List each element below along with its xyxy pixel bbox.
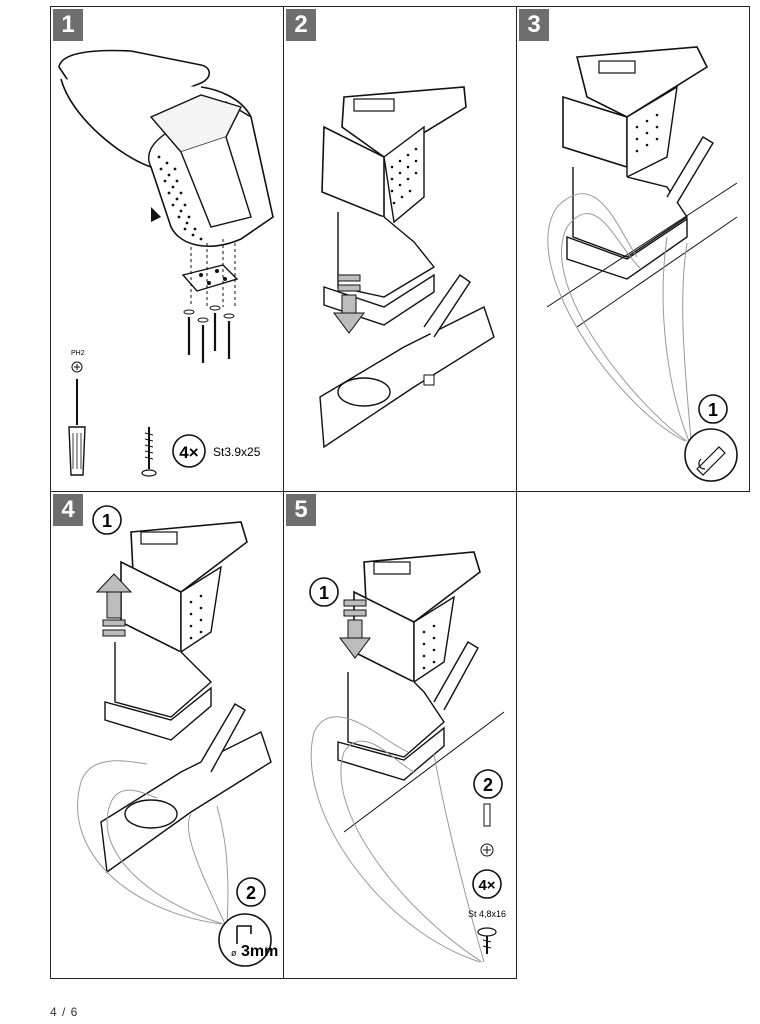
callout-2 — [473, 769, 503, 799]
step-5-panel: 5 1 — [283, 491, 517, 979]
step-number-4: 4 — [53, 494, 83, 526]
step-number-2: 2 — [286, 9, 316, 41]
tool-label: PH2 — [71, 350, 85, 357]
step-4-panel: 4 1 — [50, 491, 284, 979]
step-3-illustration: 1 — [546, 46, 738, 482]
step-2-panel: 2 — [283, 6, 517, 492]
screw-icon — [477, 927, 497, 954]
quantity-badge — [472, 869, 502, 899]
svg-text:1: 1 — [708, 400, 718, 420]
drill-size: 3mm — [241, 943, 278, 960]
step-4-illustration: 1 — [77, 505, 278, 967]
screw-spec: St3.9x25 — [213, 445, 261, 459]
quantity-badge — [172, 434, 206, 468]
up-arrow-icon — [95, 573, 133, 637]
callout-1 — [92, 505, 122, 535]
step-number-5: 5 — [286, 494, 316, 526]
screw-spec: St 4,8x16 — [468, 909, 506, 919]
screwdriver-icon: PH2 — [68, 350, 86, 476]
step-5-illustration: 1 — [309, 551, 506, 963]
drill-icon — [218, 913, 272, 967]
down-arrow-icon — [333, 274, 365, 334]
screw-quantity: 4× — [478, 877, 495, 894]
callout-1 — [698, 394, 728, 424]
svg-text:ø: ø — [231, 948, 237, 958]
svg-text:2: 2 — [483, 775, 493, 795]
page-number: 4 / 6 — [50, 1005, 79, 1019]
svg-text:1: 1 — [319, 583, 329, 603]
step-1-illustration: PH2 4× St3.9x25 — [58, 49, 274, 477]
callout-1 — [309, 577, 339, 607]
step-2-illustration — [319, 86, 495, 449]
mounting-screws — [187, 313, 231, 363]
step-3-panel: 3 1 — [516, 6, 750, 492]
down-arrow-icon — [339, 599, 371, 659]
screw-icon — [141, 427, 157, 477]
svg-text:2: 2 — [246, 883, 256, 903]
step-1-panel: 1 — [50, 6, 284, 492]
screw-quantity: 4× — [179, 443, 198, 462]
callout-2 — [236, 877, 266, 907]
dotted-texture — [157, 155, 203, 241]
step-number-3: 3 — [519, 9, 549, 41]
step-number-1: 1 — [53, 9, 83, 41]
screw-bit-icon — [480, 803, 494, 857]
svg-text:1: 1 — [102, 511, 112, 531]
